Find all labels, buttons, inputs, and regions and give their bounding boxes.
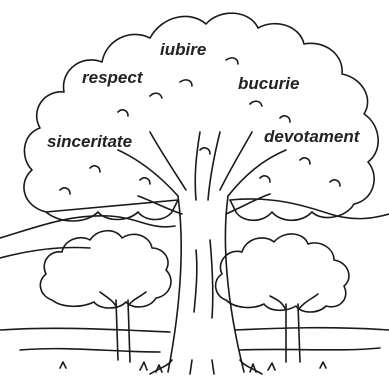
ground-line xyxy=(20,348,380,352)
trunk-roots xyxy=(150,360,262,374)
word-iubire: iubire xyxy=(160,41,206,58)
branch xyxy=(195,132,220,200)
grass xyxy=(60,362,326,372)
word-respect: respect xyxy=(82,69,142,86)
word-bucurie: bucurie xyxy=(238,75,299,92)
hill-line xyxy=(0,247,90,258)
branch xyxy=(118,132,286,196)
right-tree-canopy xyxy=(216,234,349,312)
word-devotament: devotament xyxy=(264,128,359,145)
main-trunk xyxy=(168,196,244,372)
trunk-texture xyxy=(194,240,213,318)
branch xyxy=(138,194,270,214)
word-sinceritate: sinceritate xyxy=(47,133,132,150)
ground-line xyxy=(0,328,389,332)
